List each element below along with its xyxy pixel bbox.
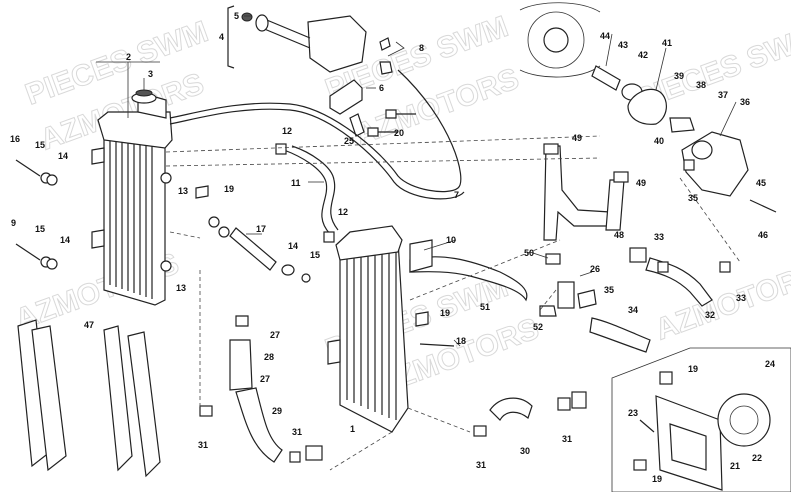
callout-32: 32 xyxy=(705,310,715,320)
callout-31-d: 31 xyxy=(562,434,572,444)
callout-labels: 1 2 3 4 5 6 7 8 9 10 11 12 12 13 13 14 1… xyxy=(10,11,775,484)
overflow-tank xyxy=(227,5,367,73)
callout-34: 34 xyxy=(628,305,638,315)
callout-50: 50 xyxy=(524,248,534,258)
callout-25: 25 xyxy=(344,136,354,146)
callout-41: 41 xyxy=(662,38,672,48)
callout-19: 19 xyxy=(224,184,234,194)
callout-36: 36 xyxy=(740,97,750,107)
callout-33: 33 xyxy=(654,232,664,242)
callout-17: 17 xyxy=(256,224,266,234)
callout-33-b: 33 xyxy=(736,293,746,303)
callout-16: 16 xyxy=(10,134,20,144)
right-radiator xyxy=(327,225,409,433)
callout-5: 5 xyxy=(234,11,239,21)
callout-35: 35 xyxy=(604,285,614,295)
callout-21: 21 xyxy=(730,461,740,471)
callout-44: 44 xyxy=(600,31,610,41)
callout-49: 49 xyxy=(572,133,582,143)
callout-11: 11 xyxy=(291,178,301,188)
callout-7: 7 xyxy=(454,190,459,200)
callout-48: 48 xyxy=(614,230,624,240)
callout-15-b: 15 xyxy=(35,224,45,234)
callout-45: 45 xyxy=(756,178,766,188)
radiator-shrouds xyxy=(17,319,161,478)
callout-14-b: 14 xyxy=(60,235,70,245)
callout-51: 51 xyxy=(480,302,490,312)
callout-14: 14 xyxy=(58,151,68,161)
callout-12: 12 xyxy=(282,126,292,136)
callout-2: 2 xyxy=(126,52,131,62)
callout-19-b: 19 xyxy=(440,308,450,318)
callout-46: 46 xyxy=(758,230,768,240)
callout-13: 13 xyxy=(178,186,188,196)
callout-35-b: 35 xyxy=(688,193,698,203)
callout-22: 22 xyxy=(752,453,762,463)
callout-14-c: 14 xyxy=(288,241,298,251)
callout-30: 30 xyxy=(520,446,530,456)
callout-1: 1 xyxy=(350,424,355,434)
callout-47: 47 xyxy=(84,320,94,330)
callout-52: 52 xyxy=(533,322,543,332)
callout-3: 3 xyxy=(148,69,153,79)
small-fittings xyxy=(15,143,731,463)
callout-42: 42 xyxy=(638,50,648,60)
callout-19-c: 19 xyxy=(688,364,698,374)
water-pump-parts xyxy=(519,2,777,213)
callout-6: 6 xyxy=(379,83,384,93)
callout-23: 23 xyxy=(628,408,638,418)
callout-38: 38 xyxy=(696,80,706,90)
callout-leaders xyxy=(96,15,737,347)
callout-24: 24 xyxy=(765,359,775,369)
callout-29: 29 xyxy=(272,406,282,416)
callout-27-b: 27 xyxy=(260,374,270,384)
inset-box xyxy=(611,347,791,492)
callout-31: 31 xyxy=(198,440,208,450)
callout-19-d: 19 xyxy=(652,474,662,484)
callout-27: 27 xyxy=(270,330,280,340)
callout-37: 37 xyxy=(718,90,728,100)
callout-39: 39 xyxy=(674,71,684,81)
callout-26: 26 xyxy=(590,264,600,274)
callout-49-b: 49 xyxy=(636,178,646,188)
callout-13-b: 13 xyxy=(176,283,186,293)
leader-dashes xyxy=(165,135,741,471)
callout-12-b: 12 xyxy=(338,207,348,217)
callout-8: 8 xyxy=(419,43,424,53)
callout-31-b: 31 xyxy=(292,427,302,437)
callout-31-c: 31 xyxy=(476,460,486,470)
left-radiator xyxy=(91,89,173,306)
callout-15: 15 xyxy=(35,140,45,150)
callout-40: 40 xyxy=(654,136,664,146)
callout-15-c: 15 xyxy=(310,250,320,260)
callout-18: 18 xyxy=(456,336,466,346)
callout-9: 9 xyxy=(11,218,16,228)
bracket-parts xyxy=(329,37,416,137)
callout-28: 28 xyxy=(264,352,274,362)
callout-43: 43 xyxy=(618,40,628,50)
callout-10: 10 xyxy=(446,235,456,245)
callout-20: 20 xyxy=(394,128,404,138)
hoses xyxy=(169,69,713,463)
callout-4: 4 xyxy=(219,32,224,42)
